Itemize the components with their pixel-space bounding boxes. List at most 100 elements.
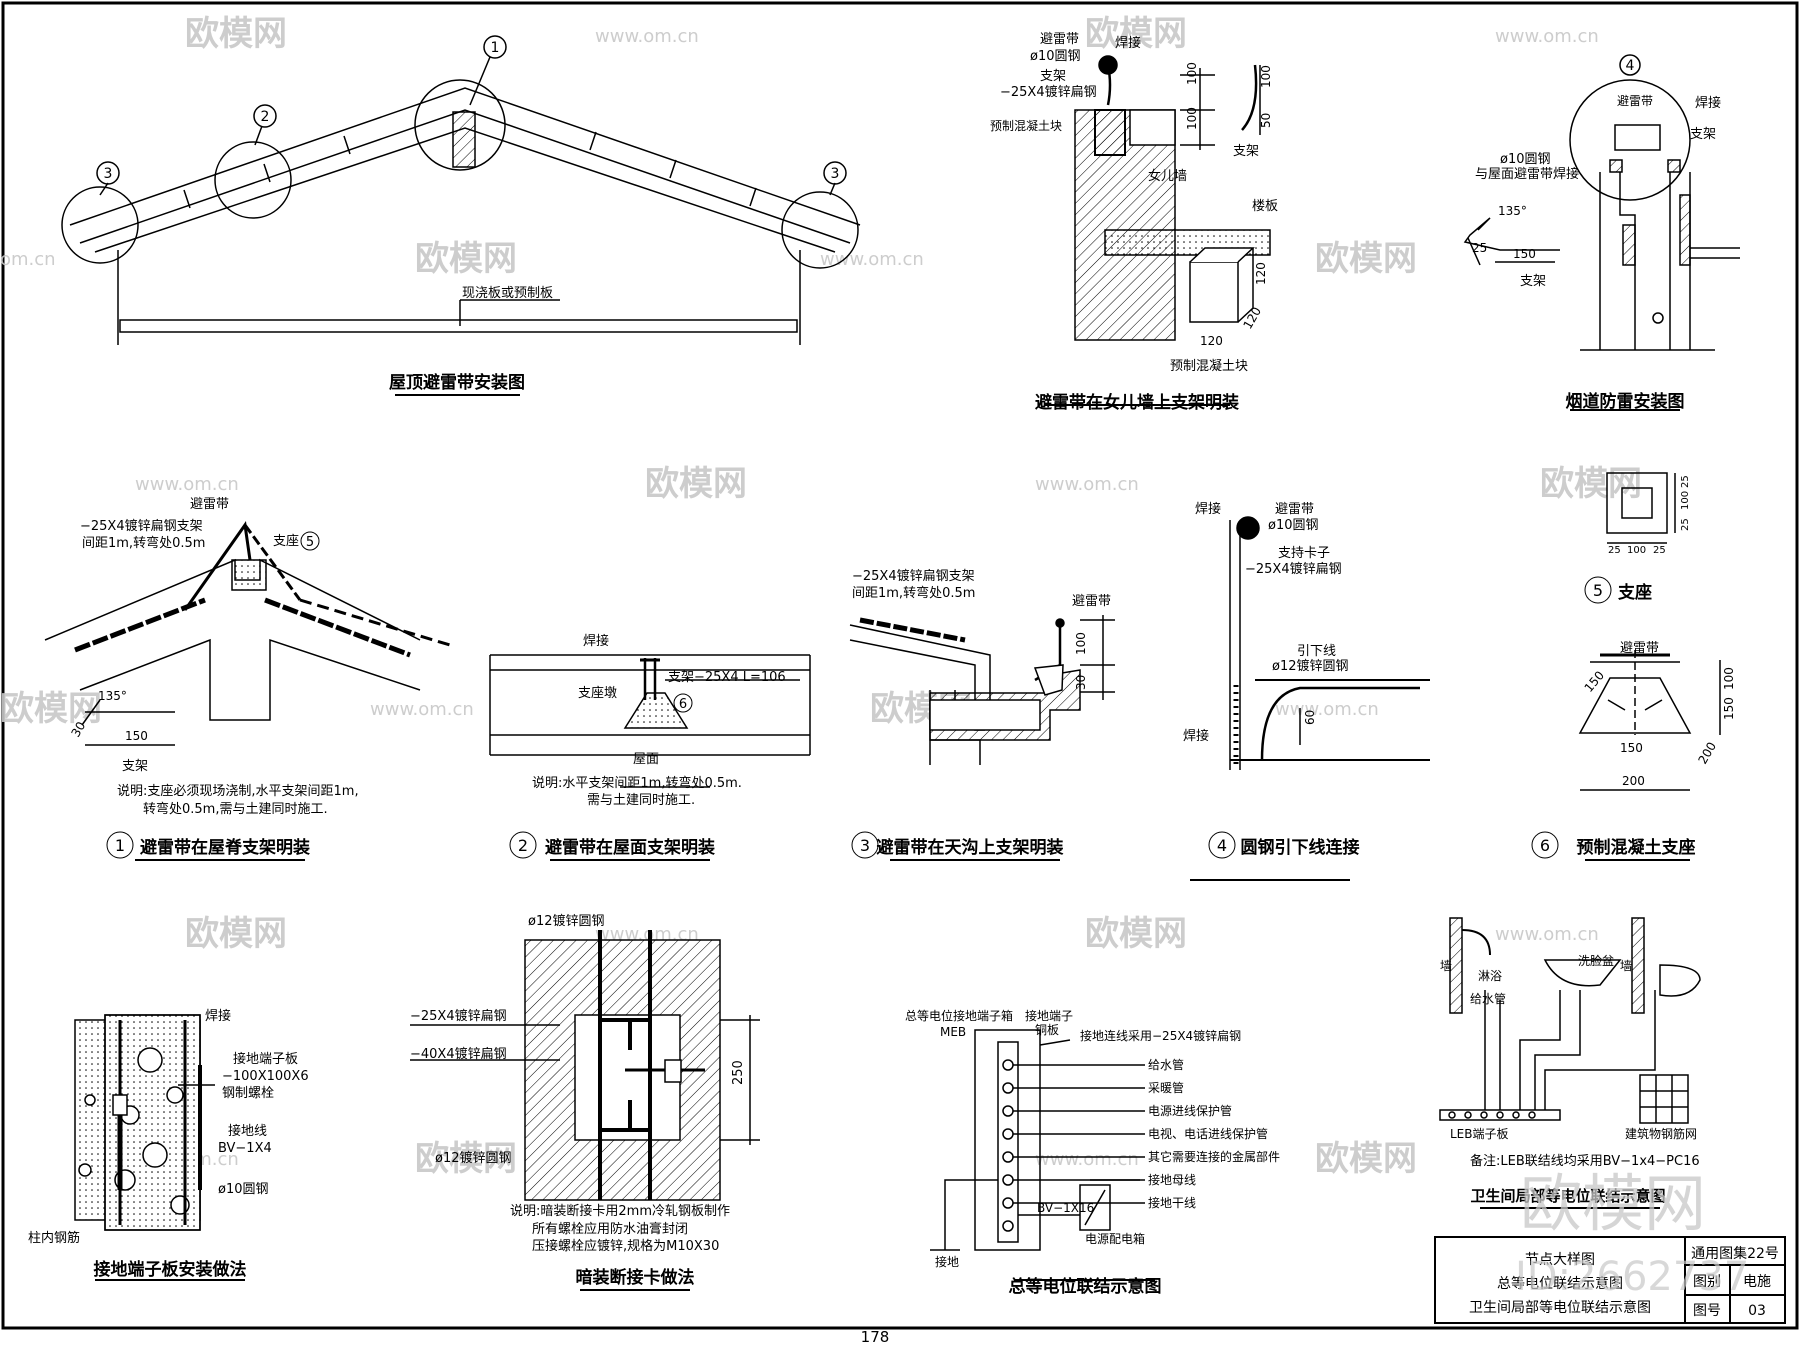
meb-bonding-drawing — [930, 1029, 1155, 1281]
d5-number: 5 — [1593, 581, 1603, 600]
meb-ground-label: 接地 — [935, 1254, 959, 1269]
detail-1-ridge-drawing — [44, 521, 451, 861]
chimney-support2-label: 支架 — [1520, 274, 1546, 289]
card-dim-250: 250 — [731, 1060, 746, 1085]
watermark-url: www.om.cn — [595, 26, 699, 47]
disconnect-card-drawing — [410, 930, 760, 1291]
d2-seat-num-circle — [673, 693, 693, 713]
chimney-title: 烟道防雷安装图 — [1566, 391, 1685, 412]
d1-seat-num: 5 — [306, 535, 314, 550]
parapet-weld-label: 焊接 — [1115, 35, 1141, 51]
title-category-key: 图别 — [1693, 1274, 1721, 1290]
title-number-value: 03 — [1748, 1303, 1766, 1319]
detail-6-precast-seat-drawing — [1578, 650, 1721, 861]
d2-note-2: 需与土建同时施工. — [587, 793, 695, 808]
watermark-id: ID:2662737 — [1515, 1254, 1749, 1300]
card-flat40-label: −40X4镀锌扁钢 — [410, 1046, 507, 1062]
watermark-brand: 欧模网 — [415, 239, 517, 279]
parapet-wall-label: 女儿墙 — [1148, 168, 1187, 184]
parapet-strip-label: 避雷带 — [1040, 32, 1079, 47]
meb-item-7: 电源配电箱 — [1085, 1231, 1145, 1246]
d1-title: 避雷带在屋脊支架明装 — [140, 837, 310, 858]
detail-circle-1 — [414, 79, 506, 171]
terminal-d10-label: ø10圆钢 — [218, 1182, 269, 1197]
chimney-support-label: 支架 — [1690, 127, 1716, 142]
d1-flat-label-1: −25X4镀锌扁钢支架 — [80, 518, 203, 534]
meb-bv-label: BV−1X16 — [1037, 1201, 1094, 1215]
d2-number-circle — [509, 831, 537, 859]
chimney-dim-150: 150 — [1513, 247, 1536, 261]
leb-water-label: 给水管 — [1470, 991, 1506, 1006]
d5-dim-25b: 25 — [1653, 545, 1666, 556]
title-row-1: 节点大样图 — [1525, 1252, 1595, 1268]
meb-item-3: 电视、电话进线保护管 — [1148, 1126, 1268, 1141]
meb-plate-label: 铜板 — [1035, 1022, 1059, 1037]
watermark-brand: 欧模网 — [1315, 1139, 1417, 1179]
d2-seat-num: 6 — [679, 697, 687, 712]
watermark-url: www.om.cn — [135, 474, 239, 495]
watermark-url-partial: om.cn — [0, 249, 56, 270]
watermark-big-brand: 欧模网 — [1520, 1167, 1706, 1240]
watermark-url: www.om.cn — [1035, 1149, 1139, 1170]
watermark-brand: 欧模网 — [415, 1139, 517, 1179]
page-number: 178 — [861, 1328, 890, 1346]
watermark-layer: 欧模网 欧模网 www.om.cn www.om.cn 欧模网 欧模网 www.… — [0, 14, 1642, 1179]
terminal-wire-label: 接地线 — [228, 1123, 267, 1139]
card-d12-label-b: ø12镀锌圆钢 — [435, 1150, 512, 1166]
leb-shower-label: 淋浴 — [1478, 969, 1502, 983]
d4-flat-label: −25X4镀锌扁钢 — [1245, 561, 1342, 577]
meb-item-6: 接地干线 — [1148, 1195, 1196, 1210]
watermark-url: www.om.cn — [1495, 924, 1599, 945]
d3-title: 避雷带在天沟上支架明装 — [877, 837, 1064, 858]
detail-circle-2 — [214, 141, 292, 219]
d6-dim-100: 100 — [1722, 667, 1736, 690]
d2-spec-label: 支架−25X4 L=106 — [668, 670, 786, 685]
d6-number: 6 — [1540, 836, 1550, 855]
watermark-url: www.om.cn — [820, 249, 924, 270]
meb-meb-label: MEB — [940, 1025, 966, 1039]
watermark-url: www.om.cn — [1035, 474, 1139, 495]
d1-note-1: 说明:支座必须现场浇制,水平支架间距1m, — [117, 784, 359, 799]
terminal-title: 接地端子板安装做法 — [94, 1259, 247, 1280]
d5-dim-25d: 25 — [1680, 518, 1691, 531]
d3-flat-label-2: 间距1m,转弯处0.5m — [852, 585, 975, 601]
d1-flat-label-2: 间距1m,转弯处0.5m — [82, 535, 205, 551]
card-d12-label-a: ø12镀锌圆钢 — [528, 913, 605, 929]
d4-number: 4 — [1217, 836, 1227, 855]
leb-wall1-label: 墙 — [1440, 959, 1452, 973]
d5-dim-25a: 25 — [1608, 545, 1621, 556]
title-atlas: 通用图集22号 — [1691, 1245, 1779, 1262]
chimney-dim-25: 25 — [1472, 241, 1487, 255]
d2-roof-label: 屋面 — [633, 752, 659, 767]
d4-dim-60: 60 — [1303, 710, 1317, 725]
terminal-wire-spec: BV−1X4 — [218, 1141, 272, 1156]
meb-box-label: 总等电位接地端子箱 — [905, 1008, 1013, 1023]
terminal-board-drawing — [74, 1014, 245, 1281]
detail-4-downlead-drawing — [1190, 516, 1430, 881]
d3-dim-100: 100 — [1074, 632, 1088, 655]
d4-down-label: 引下线 — [1297, 644, 1336, 659]
d1-angle-label: 135° — [98, 689, 127, 703]
d2-note-1: 说明:水平支架间距1m,转弯处0.5m. — [532, 775, 742, 791]
title-number-key: 图号 — [1693, 1303, 1721, 1319]
meb-term-label: 接地端子 — [1025, 1008, 1073, 1023]
parapet-support2-label: 支架 — [1233, 144, 1259, 159]
card-note-3: 压接螺栓应镀锌,规格为M10X30 — [532, 1238, 719, 1254]
d1-dim-30: 30 — [68, 719, 88, 739]
leb-wall2-label: 墙 — [1620, 959, 1632, 973]
watermark-url: www.om.cn — [1275, 699, 1379, 720]
d4-clip-label: 支持卡子 — [1278, 546, 1330, 561]
watermark-brand: 欧模网 — [1085, 914, 1187, 954]
d1-seat-label: 支座 — [273, 534, 299, 549]
watermark-brand: 欧模网 — [185, 914, 287, 954]
detail-3-gutter-drawing — [849, 615, 1115, 861]
chimney-protection-drawing — [1463, 54, 1740, 411]
d2-number: 2 — [518, 836, 528, 855]
d4-d12-label: ø12镀锌圆钢 — [1272, 658, 1349, 674]
leb-bonding-drawing — [1439, 917, 1701, 1209]
d4-d10-label: ø10圆钢 — [1268, 518, 1319, 533]
meb-conn-label: 接地连线采用−25X4镀锌扁钢 — [1080, 1028, 1241, 1043]
terminal-weld-label: 焊接 — [205, 1008, 231, 1024]
d6-dim-150c: 150 — [1620, 741, 1643, 755]
card-note-1: 说明:暗装断接卡用2mm冷轧钢板制作 — [510, 1203, 730, 1219]
